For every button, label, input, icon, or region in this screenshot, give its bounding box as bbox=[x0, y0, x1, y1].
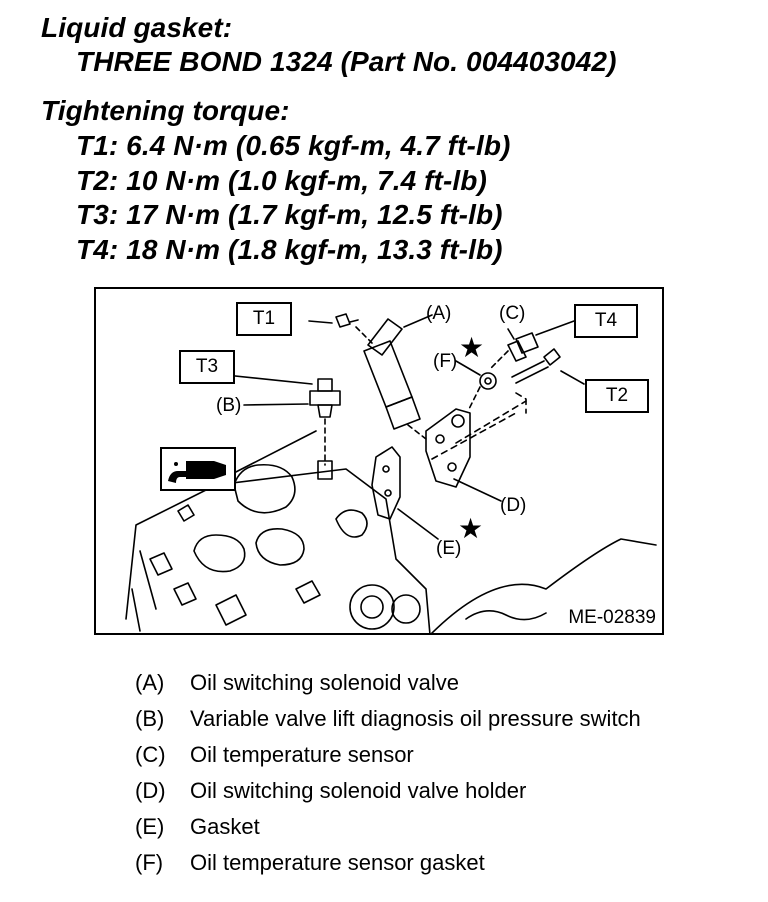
torque-box-t3: T3 bbox=[179, 350, 235, 384]
legend-text: Oil switching solenoid valve bbox=[190, 670, 460, 695]
callout-e: (E) bbox=[436, 538, 462, 559]
bolt-t2 bbox=[543, 348, 561, 366]
legend-key: (E) bbox=[135, 814, 165, 839]
liquid-gasket-label: Liquid gasket: bbox=[41, 12, 233, 43]
torque-box-t2: T2 bbox=[585, 379, 649, 413]
solenoid-holder bbox=[425, 408, 471, 488]
callout-d: (D) bbox=[500, 495, 527, 516]
callout-a: (A) bbox=[426, 303, 452, 324]
legend-text: Oil switching solenoid valve holder bbox=[190, 778, 527, 803]
temp-sensor-hex bbox=[515, 332, 539, 354]
legend-text: Oil temperature sensor bbox=[190, 742, 414, 767]
star-mark-e: ★ bbox=[458, 513, 484, 544]
callout-b: (B) bbox=[216, 395, 242, 416]
legend-key: (B) bbox=[135, 706, 165, 731]
leader-e bbox=[397, 508, 439, 540]
leader-t2 bbox=[560, 370, 585, 385]
cylinder-head-outline bbox=[125, 468, 431, 633]
star-mark-f: ★ bbox=[459, 332, 485, 363]
switch-body bbox=[309, 390, 341, 406]
torque-t1: T1: 6.4 N·m (0.65 kgf-m, 4.7 ft-lb) bbox=[76, 130, 511, 161]
temp-sensor-gasket bbox=[479, 372, 497, 390]
torque-t2: T2: 10 N·m (1.0 kgf-m, 7.4 ft-lb) bbox=[76, 165, 487, 196]
legend-key: (A) bbox=[135, 670, 165, 695]
torque-box-t4: T4 bbox=[574, 304, 638, 338]
leader-f bbox=[455, 360, 481, 376]
holder-gasket bbox=[371, 446, 401, 520]
leader-d bbox=[453, 478, 502, 502]
callout-f: (F) bbox=[433, 351, 458, 372]
leader-t1 bbox=[308, 320, 333, 324]
leader-gasket bbox=[229, 430, 317, 476]
callout-c: (C) bbox=[499, 303, 526, 324]
torque-label: Tightening torque: bbox=[41, 95, 290, 126]
torque-box-t1: T1 bbox=[236, 302, 292, 336]
legend-text: Variable valve lift diagnosis oil pressu… bbox=[190, 706, 641, 731]
leader-a bbox=[403, 314, 433, 328]
liquid-gasket-value: THREE BOND 1324 (Part No. 004403042) bbox=[76, 46, 617, 77]
legend-key: (D) bbox=[135, 778, 166, 803]
solenoid-connector bbox=[367, 318, 403, 356]
legend-text: Gasket bbox=[190, 814, 260, 839]
switch-hex bbox=[317, 378, 333, 392]
torque-t4: T4: 18 N·m (1.8 kgf-m, 13.3 ft-lb) bbox=[76, 234, 503, 265]
solenoid-body bbox=[363, 340, 413, 408]
figure-id: ME-02839 bbox=[568, 607, 656, 628]
leader-t4 bbox=[535, 320, 575, 336]
leader-c bbox=[507, 328, 515, 340]
legend-text: Oil temperature sensor gasket bbox=[190, 850, 485, 875]
parts-illustration bbox=[125, 313, 657, 633]
exploded-view-figure: T1 T3 T4 T2 (A) (C) (F) (B) (D) (E) ★ ★ … bbox=[94, 287, 664, 635]
legend-key: (C) bbox=[135, 742, 166, 767]
torque-t3: T3: 17 N·m (1.7 kgf-m, 12.5 ft-lb) bbox=[76, 199, 503, 230]
legend-key: (F) bbox=[135, 850, 164, 875]
leader-b bbox=[243, 403, 309, 406]
liquid-gasket-icon bbox=[160, 447, 236, 491]
bolt-t1 bbox=[335, 313, 351, 328]
